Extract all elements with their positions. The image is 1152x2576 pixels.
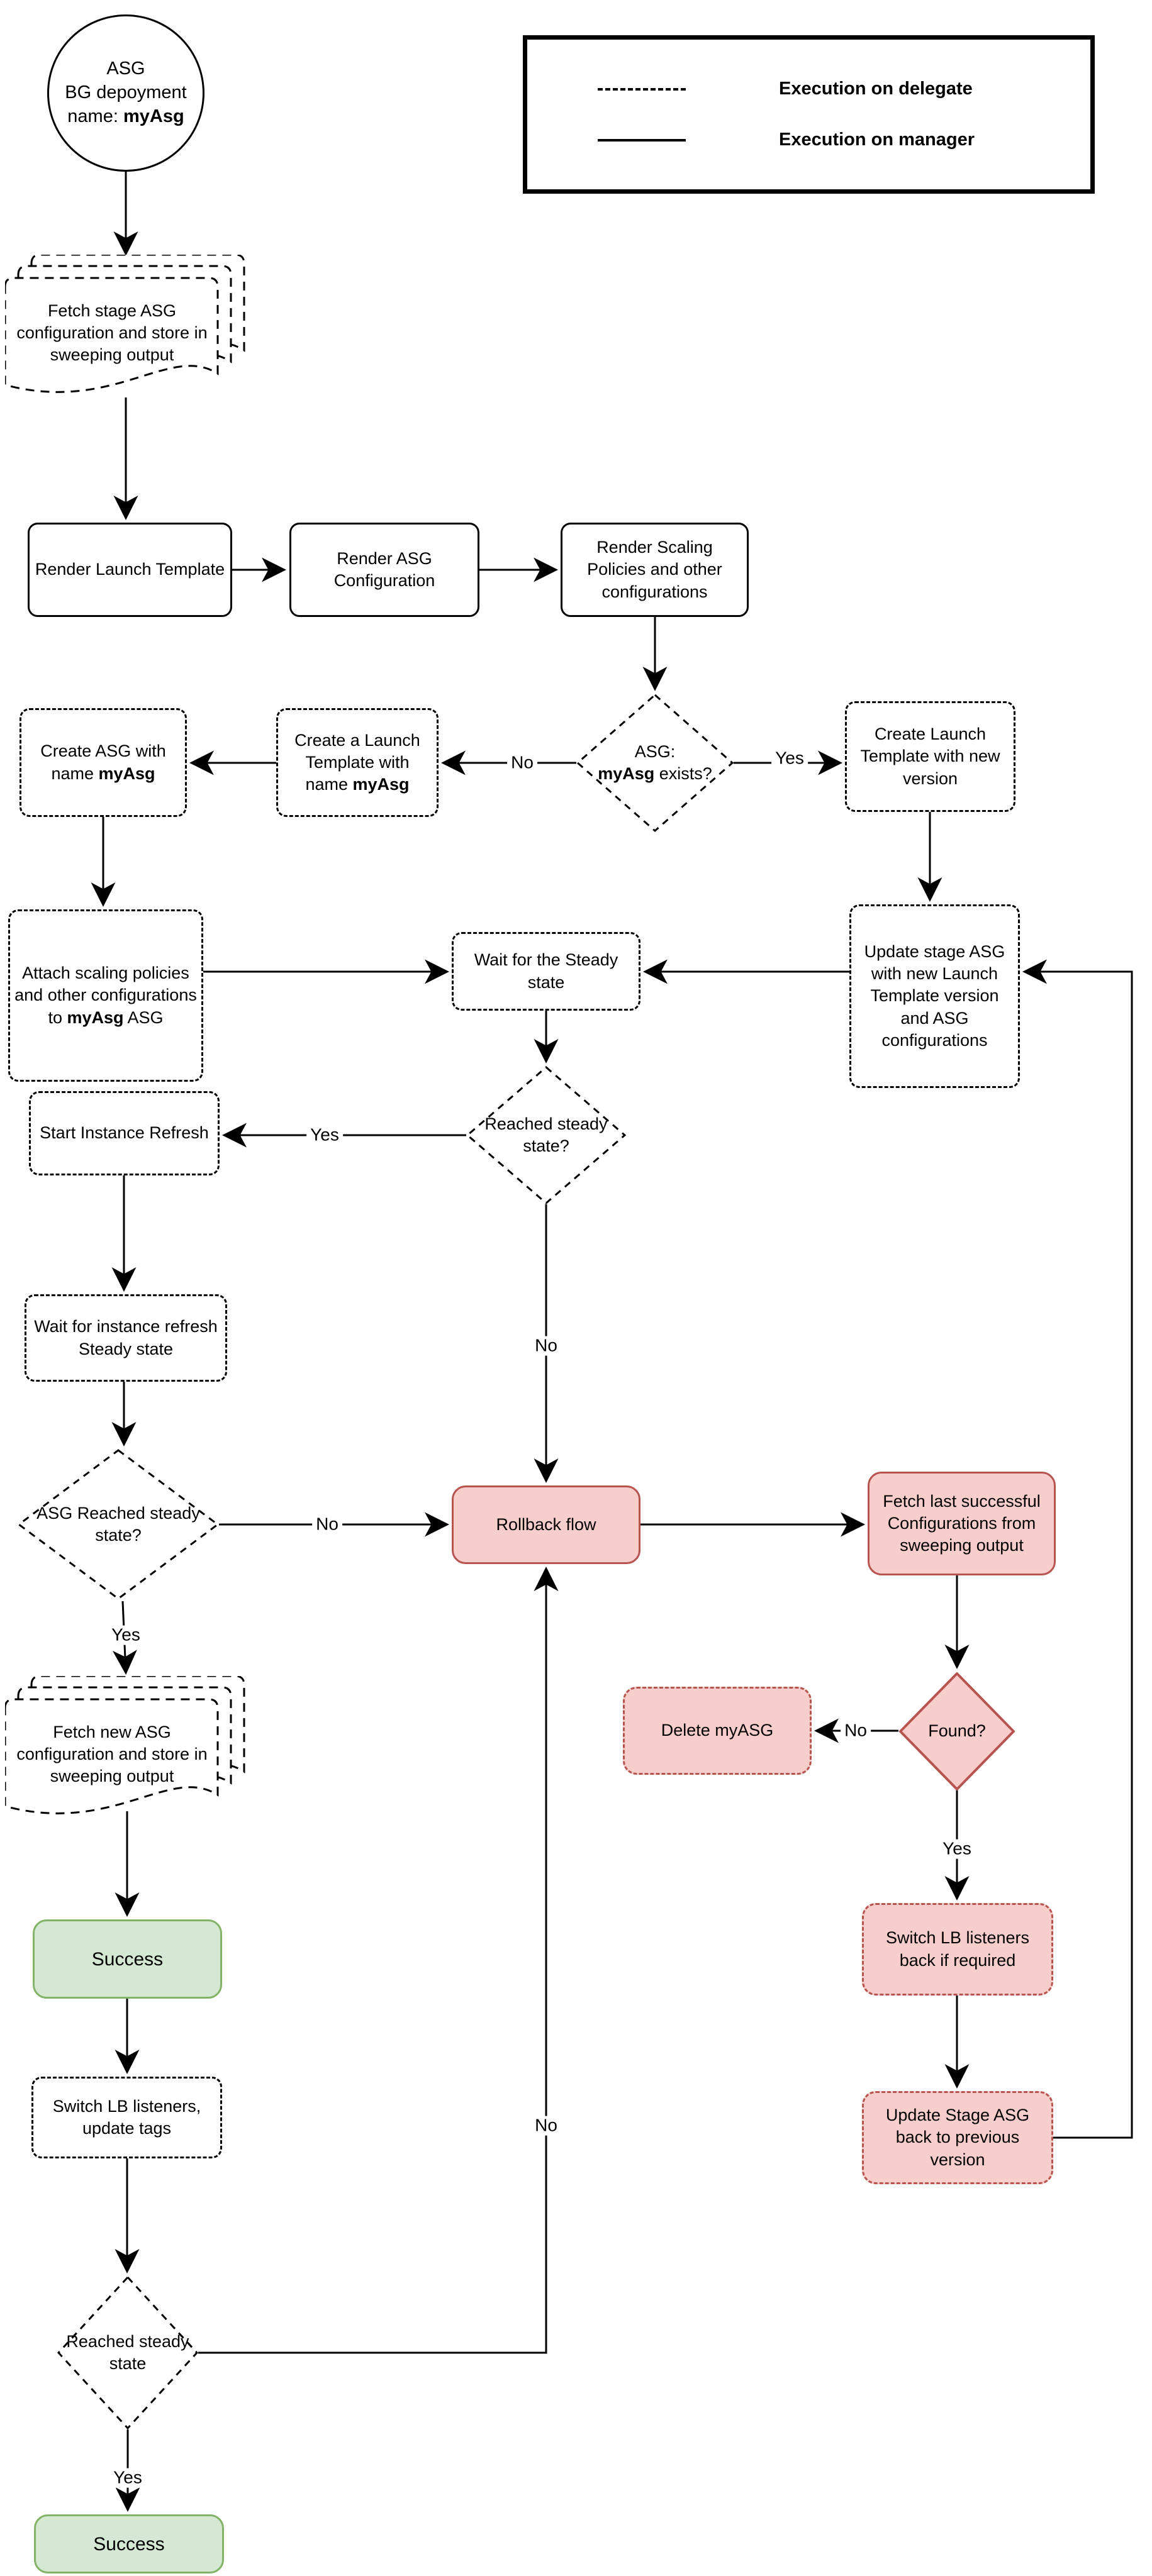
edge-label-yes: Yes — [939, 1839, 975, 1859]
asg-reached-steady-decision: ASG Reached steady state? — [18, 1449, 219, 1600]
rollback-flow-node: Rollback flow — [452, 1485, 640, 1564]
edge-label-yes: Yes — [306, 1125, 343, 1145]
edge-label-no: No — [531, 1336, 561, 1356]
create-asg-myasg-label: Create ASG with name myAsg — [40, 741, 166, 783]
success-label-1: Success — [91, 1948, 164, 1970]
create-launch-template-new-label: Create Launch Template with new version — [860, 724, 1000, 788]
success-label-2: Success — [93, 2533, 165, 2555]
start-instance-refresh-label: Start Instance Refresh — [40, 1123, 209, 1143]
fetch-new-config-node: Fetch new ASG configuration and store in… — [4, 1675, 276, 1836]
dashed-line-icon — [598, 87, 686, 91]
create-launch-template-new-node: Create Launch Template with new version — [845, 701, 1015, 812]
legend-label-manager: Execution on manager — [779, 130, 975, 150]
switch-lb-listeners-node: Switch LB listeners, update tags — [31, 2077, 222, 2158]
solid-line-icon — [598, 138, 686, 142]
render-asg-configuration-label: Render ASG Configuration — [333, 548, 435, 590]
found-label: Found? — [928, 1721, 986, 1741]
found-decision: Found? — [898, 1672, 1015, 1791]
wait-steady-state-node: Wait for the Steady state — [452, 932, 640, 1011]
render-asg-configuration-node: Render ASG Configuration — [289, 523, 479, 617]
legend-row-delegate: Execution on delegate — [598, 79, 1090, 99]
fetch-last-successful-node: Fetch last successful Configurations fro… — [868, 1472, 1056, 1575]
legend-label-delegate: Execution on delegate — [779, 79, 973, 99]
wait-instance-refresh-node: Wait for instance refresh Steady state — [25, 1294, 227, 1382]
update-stage-back-label: Update Stage ASG back to previous versio… — [885, 2106, 1030, 2169]
edge-label-yes: Yes — [109, 2468, 146, 2488]
start-node: ASG BG depoyment name: myAsg — [47, 14, 204, 172]
edge-label-no: No — [841, 1721, 871, 1741]
create-launch-template-myasg-node: Create a Launch Template with name myAsg — [276, 708, 439, 817]
edge-label-no: No — [531, 2116, 561, 2136]
switch-lb-back-node: Switch LB listeners back if required — [862, 1903, 1053, 1996]
attach-scaling-policies-label: Attach scaling policies and other config… — [14, 963, 197, 1027]
edge-label-yes: Yes — [108, 1625, 144, 1645]
document-shape-icon — [4, 1675, 245, 1814]
document-shape-icon — [4, 253, 245, 393]
start-instance-refresh-node: Start Instance Refresh — [29, 1091, 220, 1175]
success-node-1: Success — [33, 1919, 222, 1999]
edge-label-yes: Yes — [771, 748, 808, 769]
render-launch-template-label: Render Launch Template — [35, 560, 225, 579]
create-asg-myasg-node: Create ASG with name myAsg — [20, 708, 187, 817]
attach-scaling-policies-node: Attach scaling policies and other config… — [8, 909, 203, 1082]
edge-label-no: No — [507, 753, 537, 773]
reached-steady-label: Reached steady state? — [484, 1114, 608, 1155]
update-stage-back-node: Update Stage ASG back to previous versio… — [862, 2091, 1053, 2184]
render-scaling-policies-node: Render Scaling Policies and other config… — [561, 523, 749, 617]
update-stage-asg-node: Update stage ASG with new Launch Templat… — [849, 904, 1020, 1088]
delete-myasg-label: Delete myASG — [661, 1721, 774, 1740]
update-stage-asg-label: Update stage ASG with new Launch Templat… — [864, 942, 1005, 1050]
asg-exists-label: ASG:myAsg exists? — [598, 741, 712, 783]
fetch-stage-config-node: Fetch stage ASG configuration and store … — [4, 253, 276, 415]
reached-steady-label-2: Reached steady state — [66, 2331, 189, 2373]
fetch-stage-config-label: Fetch stage ASG configuration and store … — [16, 301, 208, 365]
wait-steady-state-label: Wait for the Steady state — [474, 950, 618, 992]
asg-exists-decision: ASG:myAsg exists? — [576, 694, 734, 832]
fetch-last-successful-label: Fetch last successful Configurations fro… — [883, 1491, 1041, 1555]
start-node-label: ASG BG depoyment name: myAsg — [65, 58, 187, 126]
render-scaling-policies-label: Render Scaling Policies and other config… — [587, 538, 722, 601]
switch-lb-back-label: Switch LB listeners back if required — [885, 1928, 1030, 1970]
wait-instance-refresh-label: Wait for instance refresh Steady state — [34, 1317, 218, 1358]
rollback-flow-label: Rollback flow — [496, 1514, 596, 1534]
delete-myasg-node: Delete myASG — [623, 1687, 812, 1775]
reached-steady-decision-2: Reached steady state — [57, 2276, 198, 2429]
success-node-2: Success — [34, 2514, 224, 2573]
create-launch-template-myasg-label: Create a Launch Template with name myAsg — [294, 730, 420, 794]
edge-label-no: No — [312, 1514, 342, 1535]
reached-steady-decision: Reached steady state? — [466, 1066, 626, 1204]
fetch-new-config-label: Fetch new ASG configuration and store in… — [16, 1722, 208, 1786]
legend-row-manager: Execution on manager — [598, 130, 1090, 150]
switch-lb-listeners-label: Switch LB listeners, update tags — [52, 2096, 201, 2138]
legend: Execution on delegate Execution on manag… — [523, 35, 1095, 194]
render-launch-template-node: Render Launch Template — [28, 523, 232, 617]
asg-reached-steady-label: ASG Reached steady state? — [36, 1503, 200, 1545]
